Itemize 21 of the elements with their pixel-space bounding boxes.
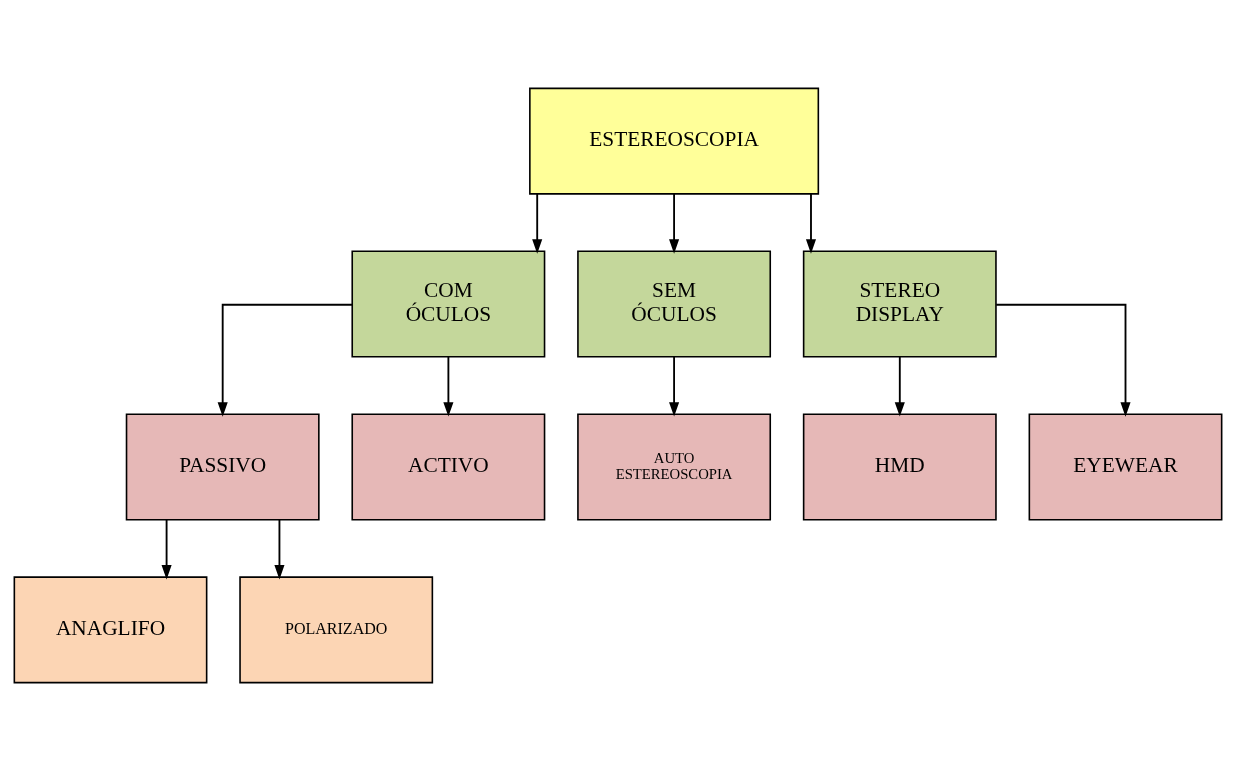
- arrow: [274, 518, 285, 580]
- node-box: STEREO DISPLAY: [802, 250, 997, 358]
- node-box: AUTO ESTEREOSCOPIA: [577, 412, 772, 520]
- arrow: [805, 192, 817, 254]
- arrow: [443, 355, 454, 417]
- node-box: ACTIVO: [351, 412, 546, 520]
- arrow: [532, 192, 543, 254]
- node-box: POLARIZADO: [239, 575, 434, 683]
- node-box: ESTEREOSCOPIA: [529, 87, 820, 195]
- arrow: [217, 303, 353, 417]
- node-box: PASSIVO: [125, 412, 320, 520]
- arrow: [669, 192, 680, 254]
- node-box: ANAGLIFO: [13, 575, 208, 683]
- arrow: [161, 518, 172, 580]
- arrow: [894, 355, 905, 417]
- node-box: HMD: [802, 412, 997, 520]
- arrow: [669, 355, 680, 417]
- node-box: SEM ÓCULOS: [577, 250, 772, 358]
- node-box: EYEWEAR: [1028, 412, 1223, 520]
- arrow: [995, 303, 1131, 417]
- node-box: COM ÓCULOS: [351, 250, 546, 358]
